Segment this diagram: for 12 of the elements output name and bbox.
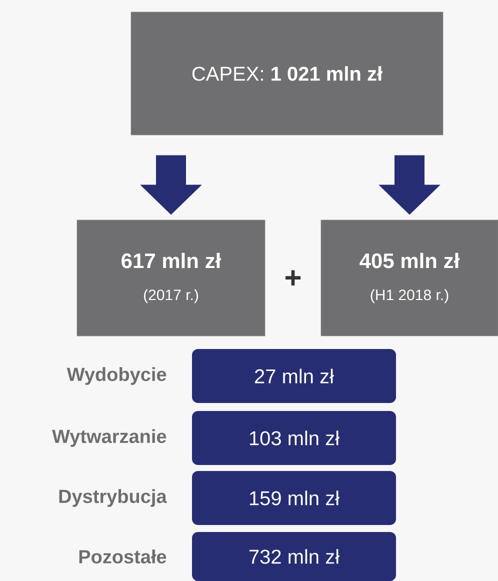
- row-label: Wydobycie: [66, 367, 166, 385]
- plus-sign: +: [286, 270, 301, 286]
- segment-box: 159 mln zł: [192, 471, 396, 525]
- segment-box: 103 mln zł: [192, 411, 396, 465]
- segment-box: 27 mln zł: [192, 349, 396, 403]
- amount-box: CAPEX: 1 021 mln zł: [130, 12, 444, 136]
- row-label: Dystrybucja: [59, 489, 167, 507]
- segment-box: 732 mln zł: [192, 532, 396, 581]
- amount-box: 405 mln zł (H1 2018 r.): [320, 220, 498, 336]
- row-label: Pozostałe: [79, 550, 166, 564]
- row-label: Wytwarzanie: [52, 429, 166, 447]
- amount-box: 617 mln zł (2017 r.): [76, 220, 266, 336]
